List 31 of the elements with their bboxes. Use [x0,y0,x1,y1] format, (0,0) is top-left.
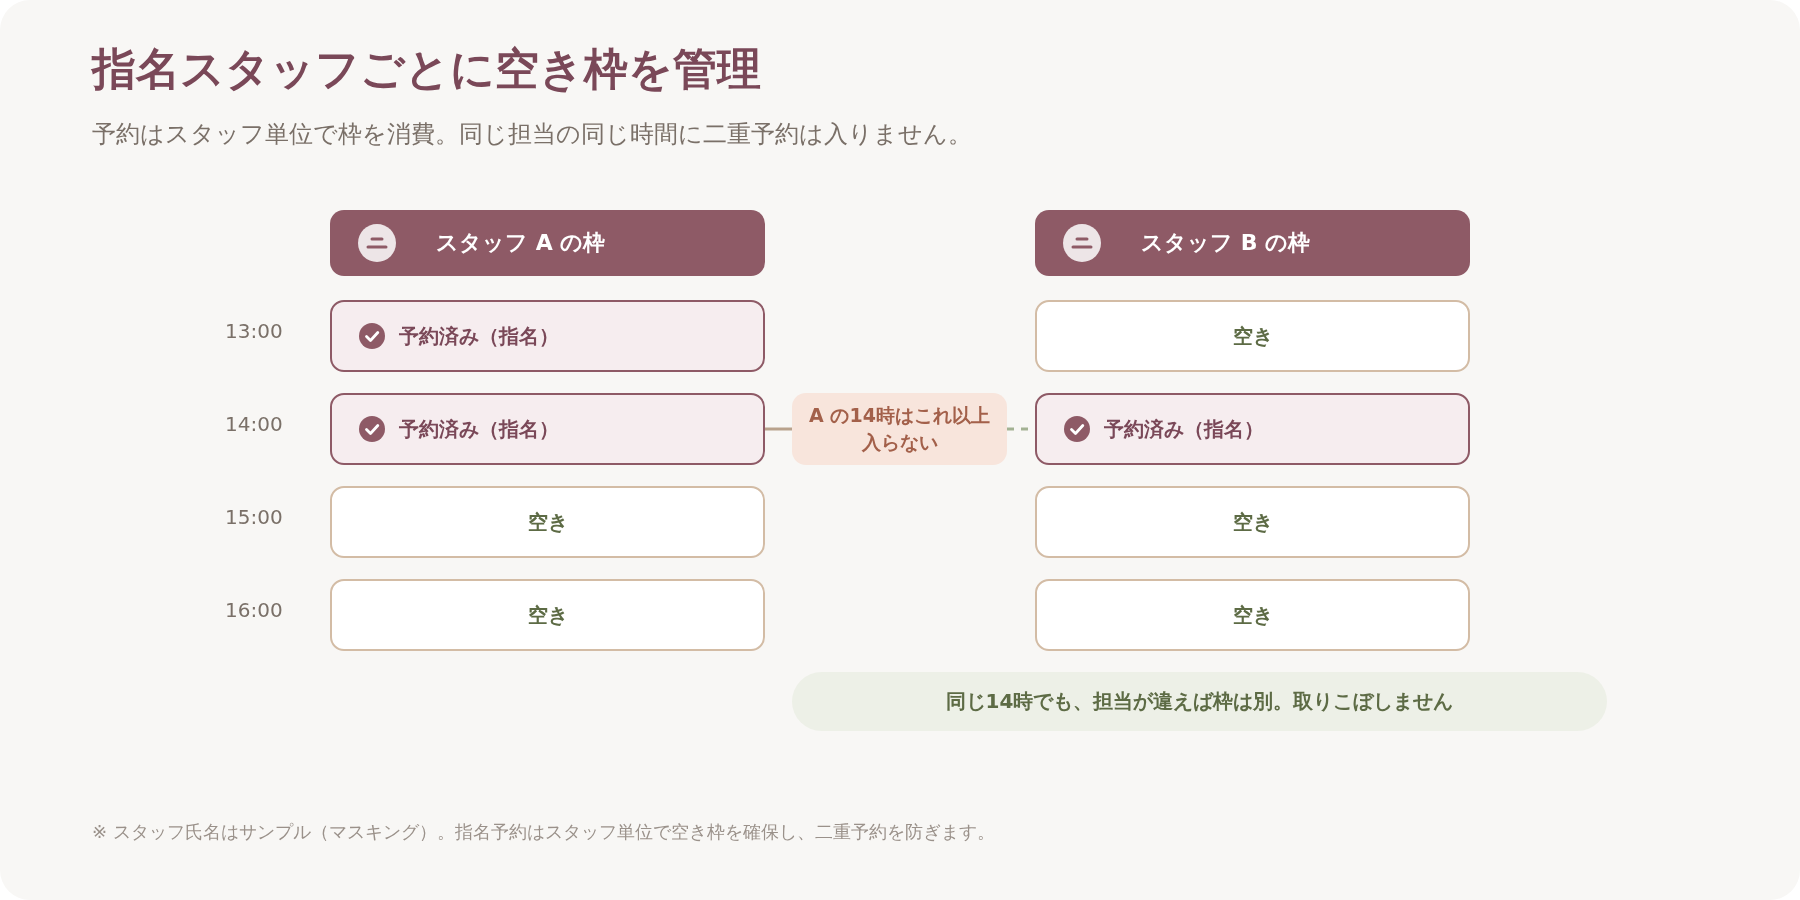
time-label: 14:00 [225,412,283,436]
slot-status: 空き [527,601,568,629]
header-title: スタッフ A の枠 [436,229,606,257]
staff-header [1035,210,1470,276]
booked-slot [330,300,765,372]
callout-box [792,393,1007,465]
header-title: スタッフ B の枠 [1141,229,1311,257]
open-slot [330,579,765,651]
open-slot [1035,486,1470,558]
subtitle-text: 予約はスタッフ単位で枠を消費。同じ担当の同じ時間に二重予約は入りません。 [92,119,972,150]
booked-slot [330,393,765,465]
time-label: 16:00 [225,598,283,622]
open-slot [330,486,765,558]
staff-header [330,210,765,276]
slot-status: 予約済み（指名） [399,415,559,443]
diagram-title: 指名スタッフごとに空き枠を管理 [92,42,761,96]
open-slot [1035,579,1470,651]
slot-status: 空き [527,508,568,536]
booked-slot [1035,393,1470,465]
footnote-text: ※ スタッフ氏名はサンプル（マスキング）。指名予約はスタッフ単位で空き枠を確保し、二重予約を防ぎます。 [92,820,995,844]
note-text: 同じ14時でも、担当が違えば枠は別。取りこぼしません [945,688,1454,715]
slot-status: 空き [1232,601,1273,629]
time-label: 13:00 [225,319,283,343]
slot-status: 予約済み（指名） [1104,415,1264,443]
open-slot [1035,300,1470,372]
connector-line [765,427,792,431]
slot-status: 予約済み（指名） [399,322,559,350]
time-label: 15:00 [225,505,283,529]
slot-status: 空き [1232,508,1273,536]
slot-status: 空き [1232,322,1273,350]
callout-text: A の14時はこれ以上入らない [808,403,991,455]
